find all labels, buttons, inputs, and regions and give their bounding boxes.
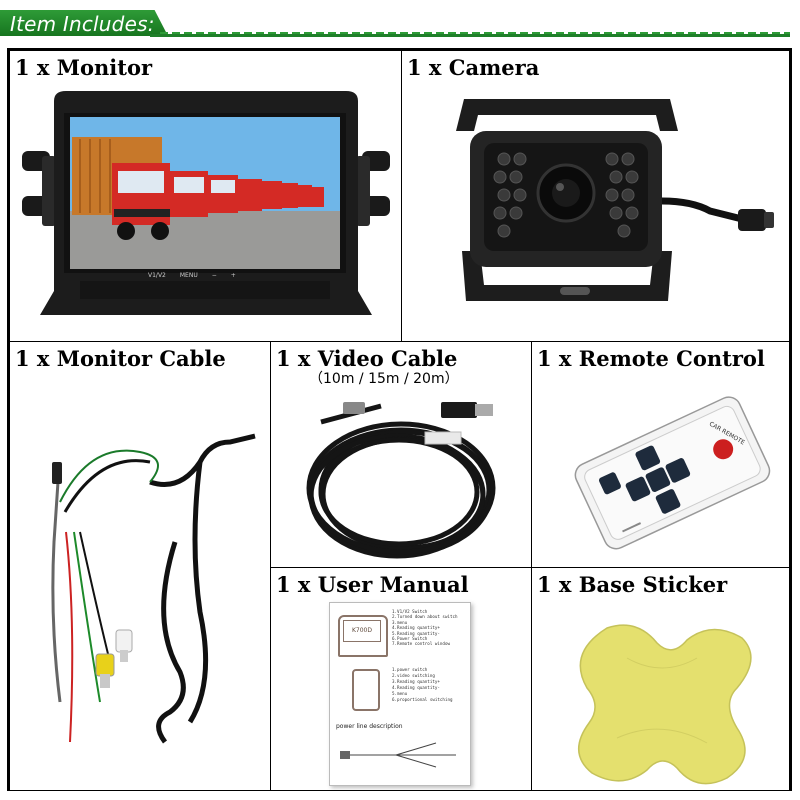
manual-top-list: 1.V1/V2 Switch 2.Turned down about switc… [392,609,458,647]
header-dash-accent [160,32,790,34]
monitor-image [22,91,390,315]
items-grid: 1 x Monitor [7,48,792,791]
manual-line: 2.video switching [392,673,435,678]
item-subtitle: （10m / 15m / 20m） [309,371,459,387]
manual-remote-drawing [352,669,380,711]
manual-mid-list: 1.power switch 2.video switching 3.Readi… [392,667,453,703]
manual-line: 5.Reading quantity- [392,630,440,636]
manual-line: 3.menu [392,619,408,625]
header-title: Item Includes: [10,12,155,36]
manual-line: 4.Reading quantity- [392,685,440,690]
item-video-cable: 1 x Video Cable （10m / 15m / 20m） [270,341,532,568]
manual-line: 1.power switch [392,667,428,672]
item-camera: 1 x Camera [401,50,790,342]
item-monitor: 1 x Monitor [9,50,402,342]
monitor-v1v2-label: V1/V2 [148,272,166,279]
item-title: 1 x Monitor [15,55,153,80]
manual-device-drawing: K700D [338,615,388,657]
manual-line: 7.Remote control window [392,641,450,647]
manual-line: 1.V1/V2 Switch [392,609,428,614]
remote-control-image [574,396,771,550]
manual-footer-heading: power line description [336,723,403,730]
monitor-plus-label: + [230,272,236,279]
manual-wiring-diagram [340,742,456,768]
item-monitor-cable: 1 x Monitor Cable [9,341,271,791]
item-title: 1 x Remote Control [537,346,765,371]
header-underline [150,34,790,37]
camera-image [456,99,774,301]
manual-line: 4.Reading quantity+ [392,625,440,631]
manual-line: 3.Reading quantity+ [392,679,440,684]
item-title: 1 x Camera [407,55,540,80]
item-user-manual: 1 x User Manual K700D 1.V1/V2 Switch 2.T… [270,567,532,791]
item-title: 1 x Monitor Cable [15,346,226,371]
manual-line: 5.menu [392,691,408,696]
manual-page: K700D 1.V1/V2 Switch 2.Turned down about… [329,602,471,786]
base-sticker-image [578,624,752,785]
item-title: 1 x User Manual [276,572,469,597]
header-tab [0,10,168,36]
manual-device-label: K700D [343,620,381,642]
item-title: 1 x Video Cable [276,346,458,371]
manual-line: 6.Power Switch [392,636,428,642]
monitor-minus-label: − [211,272,217,279]
item-base-sticker: 1 x Base Sticker [531,567,790,791]
section-header: Item Includes: [0,0,800,44]
item-remote-control: 1 x Remote Control CAR REMOTE [531,341,790,568]
manual-line: 2.Turned down about switch [392,614,458,620]
item-title: 1 x Base Sticker [537,572,728,597]
monitor-cable-image [51,433,256,744]
monitor-menu-label: MENU [179,272,198,279]
monitor-button-labels: V1/V2 MENU − + [148,272,236,279]
manual-line: 6.proportional switching [392,697,453,702]
video-cable-image [306,402,496,559]
